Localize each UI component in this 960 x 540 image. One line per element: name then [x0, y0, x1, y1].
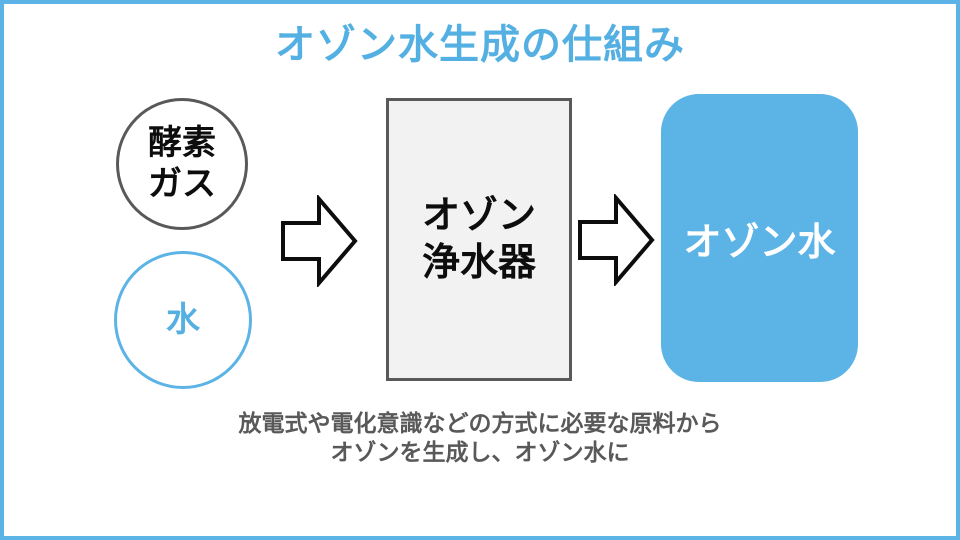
caption-line2: オゾンを生成し、オゾン水に — [330, 439, 630, 465]
block-arrow-right-icon — [578, 194, 655, 286]
purifier-box-label-line2: 浄水器 — [421, 241, 536, 284]
ozone-water-box: オゾン水 — [661, 94, 858, 382]
water-circle-label: 水 — [166, 301, 200, 339]
gas-input-circle: 酵素 ガス — [116, 98, 248, 230]
gas-circle-label-line2: ガス — [148, 165, 216, 203]
water-input-circle: 水 — [114, 251, 252, 389]
gas-circle-label-line1: 酵素 — [148, 124, 216, 162]
block-arrow-right-icon — [281, 195, 358, 287]
purifier-box-label-line1: オゾン — [421, 194, 536, 237]
ozone-water-label: オゾン水 — [683, 221, 836, 264]
caption: 放電式や電化意識などの方式に必要な原料から オゾンを生成し、オゾン水に — [4, 409, 956, 467]
slide-title: オゾン水生成の仕組み — [275, 23, 685, 67]
ozone-purifier-box: オゾン 浄水器 — [386, 98, 572, 381]
caption-line1: 放電式や電化意識などの方式に必要な原料から — [238, 410, 722, 436]
